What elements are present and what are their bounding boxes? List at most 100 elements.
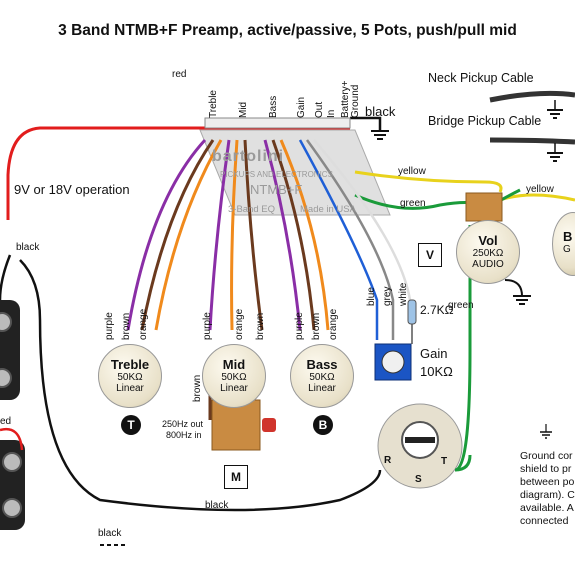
mid-label-orange: orange <box>234 308 245 340</box>
mid-purple-wire <box>208 139 231 331</box>
header-pins <box>204 117 351 129</box>
bridge-cable-label: Bridge Pickup Cable <box>428 114 542 128</box>
preamp-eq: 3-Band EQ <box>228 204 275 215</box>
jack-label-t: T <box>441 456 448 467</box>
bass-pot-name: Bass <box>306 357 338 372</box>
vol-pot[interactable]: Vol 250KΩ AUDIO <box>456 220 520 284</box>
treble-label-orange: orange <box>138 308 149 340</box>
mid-orange-wire <box>230 139 239 331</box>
blend-pot-value: G <box>563 244 571 255</box>
resistor-label: 2.7KΩ <box>420 303 454 317</box>
gain-value: 10KΩ <box>420 364 453 379</box>
black-wire-top-label: black <box>365 104 396 119</box>
vol-pot-name: Vol <box>478 233 498 248</box>
ground-symbol-note <box>540 424 552 439</box>
jack-label-s: S <box>415 474 422 485</box>
treble-symbol-icon: T <box>121 415 141 435</box>
mid-switch-label-2: 800Hz in <box>166 430 202 440</box>
red-wire-left-label: ed <box>0 416 12 427</box>
red-wire-label: red <box>172 69 187 80</box>
ground-wire-top <box>350 116 382 130</box>
bass-label-orange: orange <box>328 308 339 340</box>
preamp-brand: bartolini <box>212 148 285 165</box>
yellow-wire-label-2: yellow <box>526 184 554 195</box>
bass-purple-wire <box>263 139 302 331</box>
power-label: 9V or 18V operation <box>14 182 130 197</box>
mid-label-brown: brown <box>255 312 266 340</box>
ground-note-line: shield to pr <box>520 463 572 475</box>
mid-pot-taper: Linear <box>220 383 248 394</box>
yellow-wire-1 <box>354 170 503 193</box>
bass-pot[interactable]: Bass 50KΩ Linear <box>290 344 354 408</box>
ground-note-line: connected <box>520 515 569 527</box>
green-wire-label-top: green <box>400 198 426 209</box>
diagram-title: 3 Band NTMB+F Preamp, active/passive, 5 … <box>58 22 517 39</box>
mid-switch-label-1: 250Hz out <box>162 419 204 429</box>
jack-label-r: R <box>384 455 392 466</box>
gain-white-label: white <box>398 282 409 306</box>
header-label-bass: Bass <box>268 95 279 118</box>
bass-symbol-icon: B <box>313 415 333 435</box>
gain-trimmer-knob <box>381 350 405 374</box>
treble-purple-wire <box>126 138 207 331</box>
ground-symbol-bridge <box>547 143 563 162</box>
gain-white-wire <box>313 139 412 301</box>
red-wire <box>6 126 350 220</box>
treble-pot-taper: Linear <box>116 383 144 394</box>
black-wire-jack <box>19 259 382 512</box>
gain-blue-wire <box>298 139 379 340</box>
bass-orange-wire <box>279 139 330 331</box>
neck-cable <box>489 90 575 103</box>
treble-label-purple: purple <box>104 312 115 340</box>
vol-switch-board <box>465 192 503 222</box>
mid-pot-name: Mid <box>222 357 246 372</box>
bass-pot-taper: Linear <box>308 383 336 394</box>
ground-note-line: available. A <box>520 502 574 514</box>
vol-symbol-icon: V <box>418 243 442 267</box>
treble-pot-name: Treble <box>110 357 150 372</box>
treble-orange-wire <box>154 139 223 331</box>
black-wire-left-label: black <box>16 242 40 253</box>
mid-pot-value: 50KΩ <box>221 372 247 383</box>
mid-brown-wire <box>243 139 264 331</box>
gain-blue-label: blue <box>366 287 377 306</box>
green-wire-bottom <box>454 225 472 472</box>
treble-pot-value: 50KΩ <box>117 372 143 383</box>
header-label-in: In <box>326 109 337 118</box>
bass-brown-wire <box>271 139 316 331</box>
preamp-made: Made in USA <box>300 204 356 215</box>
blend-pot-name: B <box>563 229 573 244</box>
mid-pot[interactable]: Mid 50KΩ Linear <box>202 344 266 408</box>
preamp-subtitle: PICKUPS AND ELECTRONICS <box>220 170 333 179</box>
bridge-cable <box>489 137 575 145</box>
mid-label-purple: purple <box>202 312 213 340</box>
ground-symbol-vol <box>504 279 531 305</box>
ground-symbol-neck <box>547 100 563 119</box>
vol-pot-taper: AUDIO <box>472 259 504 270</box>
mid-switch-cap <box>262 418 276 432</box>
black-wire-jack-label: black <box>205 500 229 511</box>
neck-cable-label: Neck Pickup Cable <box>428 71 534 85</box>
green-wire-label-bottom: green <box>448 300 474 311</box>
header-label-ground: Ground <box>350 84 361 118</box>
preamp-model: NTMB+F <box>250 182 303 197</box>
treble-label-brown: brown <box>121 312 132 340</box>
gain-grey-wire <box>305 139 395 340</box>
treble-brown-wire <box>140 139 215 331</box>
black-wire-bottom-label: black <box>98 528 122 539</box>
vol-pot-value: 250KΩ <box>472 248 504 259</box>
header-label-gain: Gain <box>296 96 307 118</box>
mid-switch-symbol-icon: M <box>224 465 248 489</box>
mid-switch-board <box>211 399 261 451</box>
bass-pot-value: 50KΩ <box>309 372 335 383</box>
header-label-out: Out <box>314 101 325 118</box>
resistor-2k7 <box>407 299 417 325</box>
ground-note-line: Ground cor <box>520 450 573 462</box>
yellow-wire-label-1: yellow <box>398 166 426 177</box>
ground-note: Ground cor shield to pr between po diagr… <box>520 450 575 528</box>
bass-label-purple: purple <box>294 312 305 340</box>
ground-note-line: between po <box>520 476 575 488</box>
bass-label-brown: brown <box>311 312 322 340</box>
treble-pot[interactable]: Treble 50KΩ Linear <box>98 344 162 408</box>
